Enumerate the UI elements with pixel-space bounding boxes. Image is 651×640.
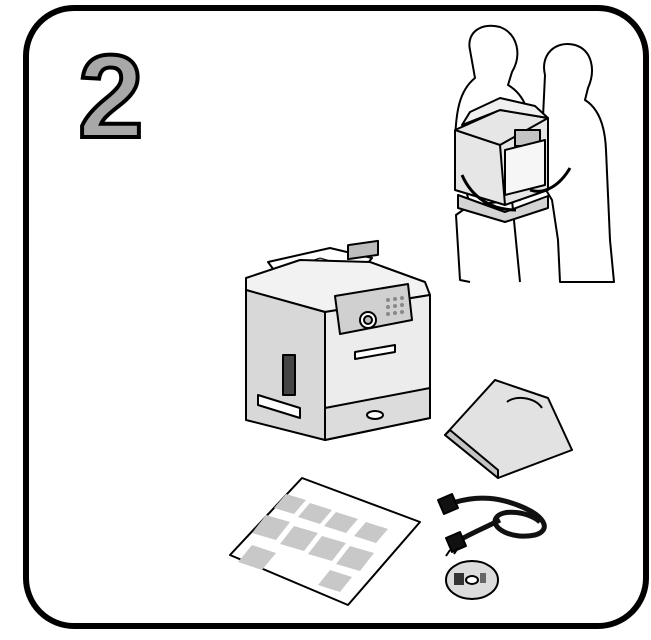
step-number: 2: [78, 38, 144, 156]
software-cd-icon: [446, 561, 498, 599]
